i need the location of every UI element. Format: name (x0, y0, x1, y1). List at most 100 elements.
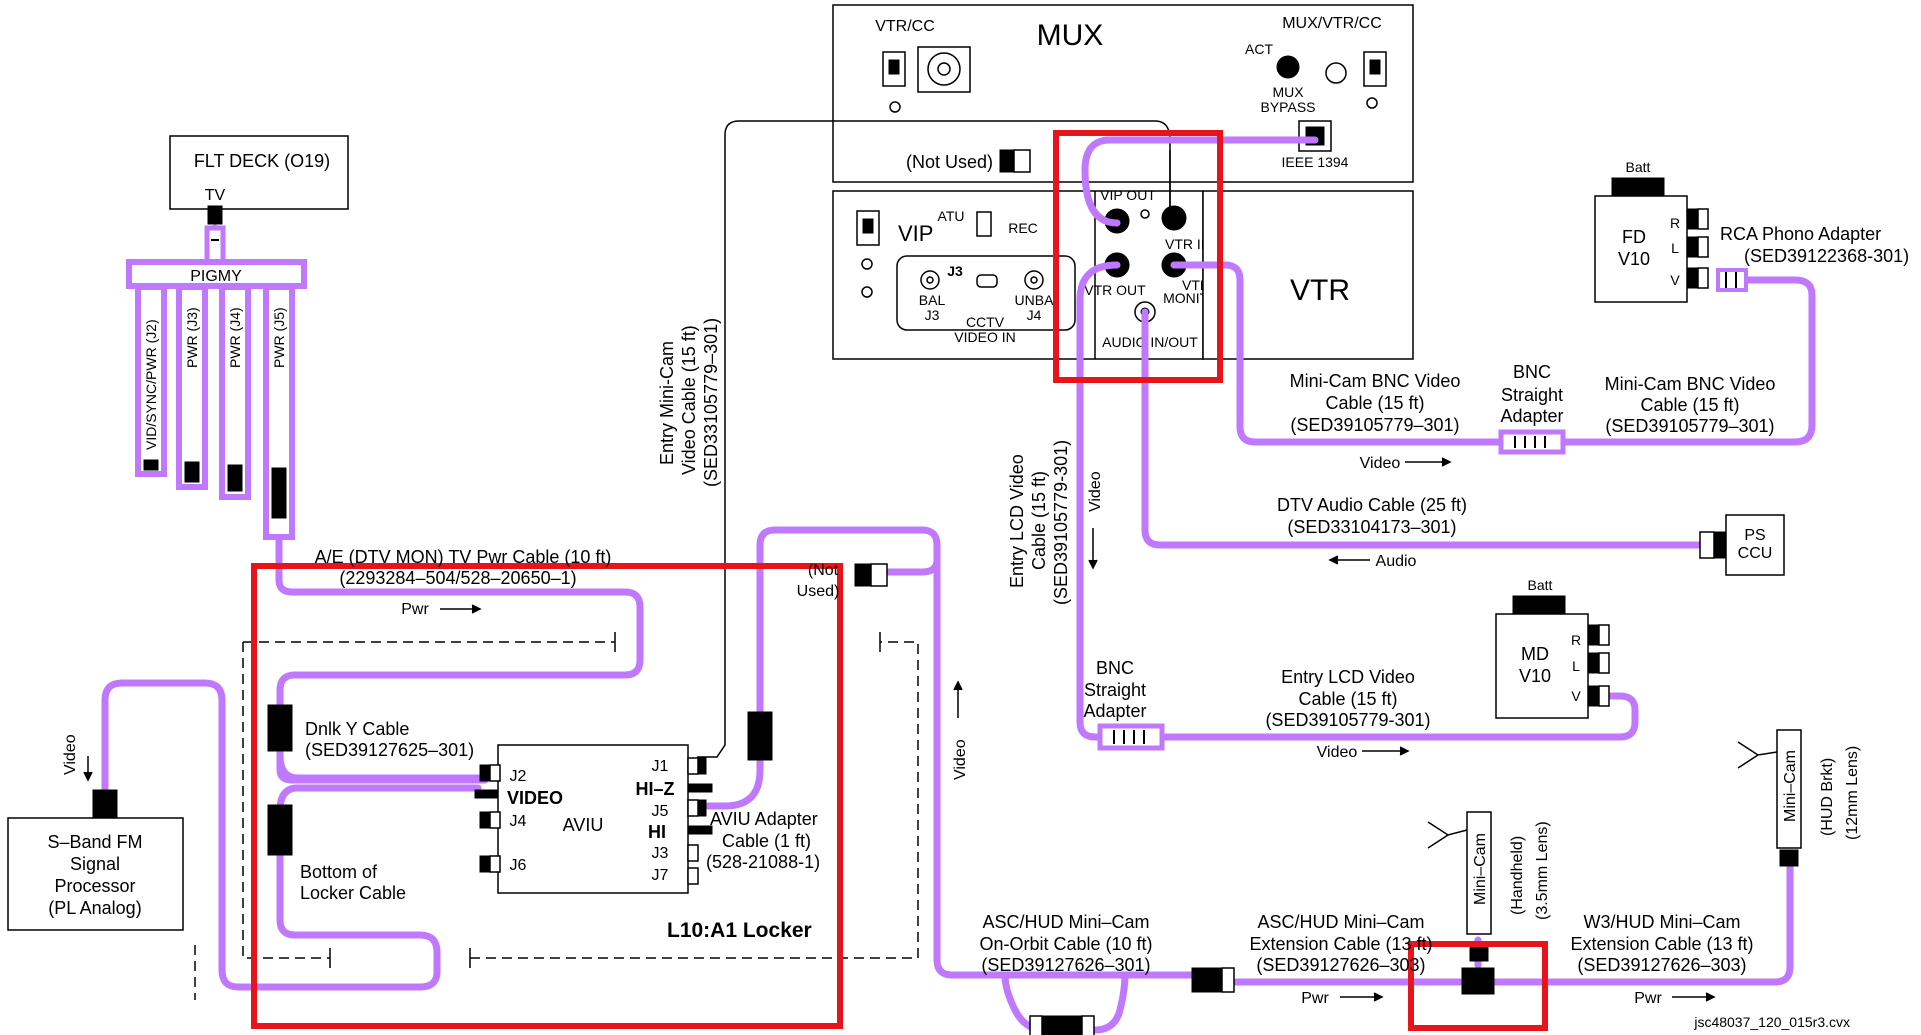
dnlk-label-2: (SED39127625–301) (305, 740, 474, 760)
w3-ext-pwr: Pwr (1634, 990, 1662, 1007)
unba-connector (1024, 270, 1044, 290)
aviu-title: AVIU (563, 815, 604, 835)
bnc-adapter-1-shape (1498, 429, 1566, 455)
minicam-hud: Mini–Cam (HUD Brkt) (12mm Lens) (1737, 729, 1861, 867)
aviu-video: VIDEO (507, 788, 563, 808)
md-v10: Batt MD V10 R L V (1495, 577, 1610, 719)
vtr-title: VTR (1290, 274, 1350, 307)
md-r-label: R (1571, 632, 1581, 648)
rec-label: REC (1008, 220, 1038, 236)
minicam-hud-name: Mini–Cam (1782, 750, 1799, 822)
minicam-bnc-right-1: Mini-Cam BNC Video (1605, 374, 1776, 394)
rca-label-1: RCA Phono Adapter (1720, 224, 1881, 244)
entry-lcd-horizontal-1: Entry LCD Video (1281, 667, 1415, 687)
fd-label: FD (1622, 227, 1646, 247)
ae-cable-2: (2293284–504/528–20650–1) (339, 568, 576, 588)
flt-deck: FLT DECK (O19) TV (169, 135, 349, 225)
entry-lcd-horizontal-2: Cable (15 ft) (1298, 689, 1397, 709)
highlight-handheld-connector (1408, 941, 1548, 1031)
mux-bypass-label-2: BYPASS (1261, 99, 1316, 115)
vtr-out-label: VTR OUT (1084, 282, 1146, 298)
highlight-vip-ports (1053, 130, 1223, 383)
locker-label: L10:A1 Locker (667, 919, 812, 942)
bottom-locker-1: Bottom of (300, 862, 378, 882)
sband-line-1: S–Band FM (47, 832, 142, 852)
ps-ccu: PS CCU (1725, 514, 1785, 576)
audio-arrow-label: Audio (1376, 553, 1417, 570)
entry-lcd-vertical-1: Entry LCD Video (1007, 454, 1027, 588)
bal-label: BAL (919, 292, 946, 308)
inline-connectors (92, 531, 1727, 1035)
not-used-2-line1: (Not (808, 562, 839, 579)
rca-adapter-shape (1716, 268, 1748, 292)
aviu: AVIU J2 VIDEO J4 J6 J1 HI–Z J5 HI J3 J7 (474, 744, 713, 894)
bottom-locker-2: Locker Cable (300, 883, 406, 903)
aviu-hi: HI (648, 822, 666, 842)
mux-vtr-cc-label: MUX/VTR/CC (1282, 15, 1382, 32)
bnc2-label-3: Adapter (1083, 701, 1146, 721)
vtr-in-label: VTR IN (1165, 236, 1211, 252)
bnc1-label-2: Straight (1501, 385, 1563, 405)
md-label: MD (1521, 644, 1549, 664)
minicam-bnc-right-3: (SED39105779–301) (1605, 416, 1774, 436)
aviu-j4: J4 (510, 813, 527, 830)
pigmy-leg-j4: PWR (J4) (227, 307, 243, 368)
md-l-label: L (1572, 658, 1580, 674)
aviu-adapter-3: (528-21088-1) (706, 852, 820, 872)
bal-j3-label: J3 (925, 307, 940, 323)
labels: RCA Phono Adapter (SED39122368-301) BNC … (62, 224, 1909, 1030)
ae-pwr-label: Pwr (401, 601, 429, 618)
entry-lcd-vertical-2: Cable (15 ft) (1029, 471, 1049, 570)
video-arrow-label-1: Video (1360, 455, 1401, 472)
w3-ext-1: W3/HUD Mini–Cam (1583, 912, 1740, 932)
fd-v-label: V (1670, 272, 1680, 288)
asc-ext-3: (SED39127626–303) (1256, 955, 1425, 975)
w3-ext-3: (SED39127626–303) (1577, 955, 1746, 975)
ieee-1394-label: IEEE 1394 (1282, 154, 1349, 170)
pigmy-leg-j2: VID/SYNC/PWR (J2) (143, 319, 159, 450)
vip-panel: VIP ATU REC J3 BAL J3 UNBA J4 CCTV VIDEO… (832, 187, 1229, 360)
locker-outline (194, 632, 919, 1000)
dtv-audio-label-1: DTV Audio Cable (25 ft) (1277, 495, 1467, 515)
entry-lcd-video-label: Video (1087, 471, 1104, 512)
pigmy-leg-j3: PWR (J3) (184, 307, 200, 368)
aviu-adapter-1: AVIU Adapter (710, 809, 818, 829)
ae-cable-1: A/E (DTV MON) TV Pwr Cable (10 ft) (315, 547, 612, 567)
act-label: ACT (1245, 41, 1273, 57)
asc-ext-1: ASC/HUD Mini–Cam (1257, 912, 1424, 932)
minicam-handheld: Mini–Cam (Handheld) (3.5mm Lens) (1427, 811, 1551, 962)
minicam-hud-line2: (12mm Lens) (1844, 746, 1861, 840)
vip-title: VIP (898, 221, 933, 246)
mux-panel: MUX VTR/CC MUX/VTR/CC ACT MUX BYPASS IEE… (832, 4, 1414, 183)
minicam-bnc-left-2: Cable (15 ft) (1325, 393, 1424, 413)
tv-label: TV (205, 187, 226, 204)
v10-label: V10 (1618, 249, 1650, 269)
vtr-panel: VTR (1202, 190, 1414, 360)
pigmy-title: PIGMY (190, 268, 242, 285)
audio-in-out-label: AUDIO IN/OUT (1102, 334, 1198, 350)
mux-bypass-knob (1276, 55, 1300, 79)
asc-ext-pwr: Pwr (1301, 990, 1329, 1007)
unba-label: UNBA (1015, 292, 1055, 308)
sband-video-label: Video (62, 734, 79, 775)
entry-minicam-1: Entry Mini-Cam (657, 341, 677, 465)
aviu-hiz: HI–Z (635, 779, 674, 799)
sband-line-4: (PL Analog) (48, 898, 141, 918)
flt-deck-title: FLT DECK (O19) (194, 151, 330, 171)
md-v-label: V (1571, 688, 1581, 704)
cctv-label: CCTV (966, 314, 1005, 330)
w3-ext-2: Extension Cable (13 ft) (1570, 934, 1753, 954)
sband-processor: S–Band FM Signal Processor (PL Analog) (7, 817, 184, 931)
aviu-j6: J6 (510, 857, 527, 874)
not-used-label: (Not Used) (906, 152, 993, 172)
aviu-j7: J7 (652, 867, 669, 884)
minicam-bnc-right-2: Cable (15 ft) (1640, 395, 1739, 415)
bnc1-label-3: Adapter (1500, 406, 1563, 426)
fd-r-label: R (1670, 215, 1680, 231)
ps-label: PS (1744, 527, 1765, 544)
vtr-in-port (1161, 205, 1187, 231)
document-id: jsc48037_120_015r3.cvx (1693, 1014, 1850, 1030)
minicam-bnc-left-1: Mini-Cam BNC Video (1290, 371, 1461, 391)
md-v10-label: V10 (1519, 666, 1551, 686)
